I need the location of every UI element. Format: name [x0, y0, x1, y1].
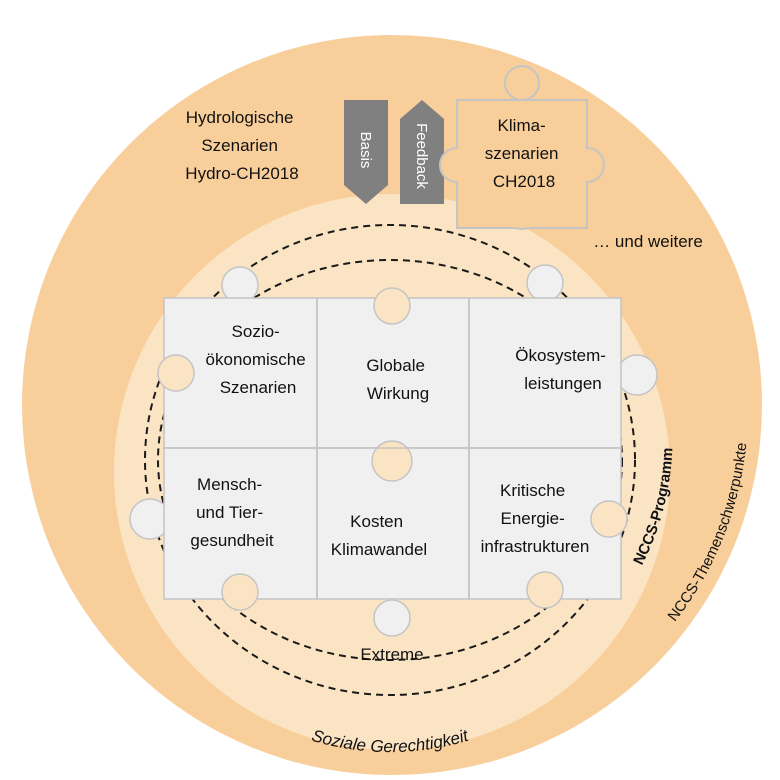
piece-oekosystem-line-2: leistungen: [524, 374, 602, 393]
feedback-arrow-label: Feedback: [413, 123, 430, 189]
piece-sozio-line-2: ökonomische: [206, 350, 306, 369]
piece-kritische-text: Kritische Energie- infrastrukturen: [481, 481, 590, 556]
extreme-label: Extreme: [360, 645, 423, 664]
hydro-line-2: Szenarien: [201, 136, 278, 155]
piece-kritische-line-3: infrastrukturen: [481, 537, 590, 556]
piece-sozio-text: Sozio- ökonomische Szenarien: [206, 322, 311, 397]
piece-kritische-line-1: Kritische: [500, 481, 565, 500]
piece-kosten-line-1: Kosten: [350, 512, 403, 531]
piece-mensch-text: Mensch- und Tier- gesundheit: [190, 475, 273, 550]
basis-arrow: [344, 100, 388, 204]
basis-arrow-label: Basis: [357, 132, 374, 169]
feedback-arrow: [400, 100, 444, 204]
piece-globale-line-1: Globale: [366, 356, 425, 375]
piece-sozio-line-1: Sozio-: [232, 322, 280, 341]
klima-szenarien-label: Klima- szenarien CH2018: [485, 116, 563, 191]
piece-kritische-line-2: Energie-: [501, 509, 565, 528]
piece-mensch-line-3: gesundheit: [190, 531, 273, 550]
blank-left-sozio: [157, 354, 195, 392]
blank-bottom-kritische: [526, 571, 564, 609]
blank-right-kritische: [590, 500, 628, 538]
hydro-line-3: Hydro-CH2018: [185, 164, 298, 183]
puzzle-piece-oekosystem: [468, 297, 622, 449]
piece-mensch-line-1: Mensch-: [197, 475, 262, 494]
piece-mensch-line-2: und Tier-: [196, 503, 263, 522]
und-weitere-label: … und weitere: [593, 232, 703, 251]
soziale-gerechtigkeit-dashed-ring: [144, 224, 636, 696]
blank-top-globale: [373, 287, 411, 325]
klima-line-2: szenarien: [485, 144, 559, 163]
piece-oekosystem-text: Ökosystem- leistungen: [515, 346, 610, 393]
klima-line-1: Klima-: [498, 116, 546, 135]
piece-kosten-line-2: Klimawandel: [331, 540, 427, 559]
piece-oekosystem-line-1: Ökosystem-: [515, 346, 606, 365]
hydro-line-1: Hydrologische: [186, 108, 294, 127]
puzzle-block: [129, 264, 658, 637]
piece-kosten-text: Kosten Klimawandel: [331, 512, 427, 559]
piece-globale-line-2: Wirkung: [367, 384, 429, 403]
blank-globale-kosten: [371, 440, 413, 482]
tab-right-oekosystem: [616, 354, 658, 396]
hydro-szenarien-label: Hydrologische Szenarien Hydro-CH2018: [185, 108, 298, 183]
tab-bottom-kosten: [373, 599, 411, 637]
piece-globale-text: Globale Wirkung: [366, 356, 429, 403]
extreme-dashed-ring: [157, 259, 623, 661]
piece-sozio-line-3: Szenarien: [220, 378, 297, 397]
blank-bottom-mensch: [221, 573, 259, 611]
klima-line-3: CH2018: [493, 172, 555, 191]
tab-top-oekosystem: [526, 264, 564, 302]
